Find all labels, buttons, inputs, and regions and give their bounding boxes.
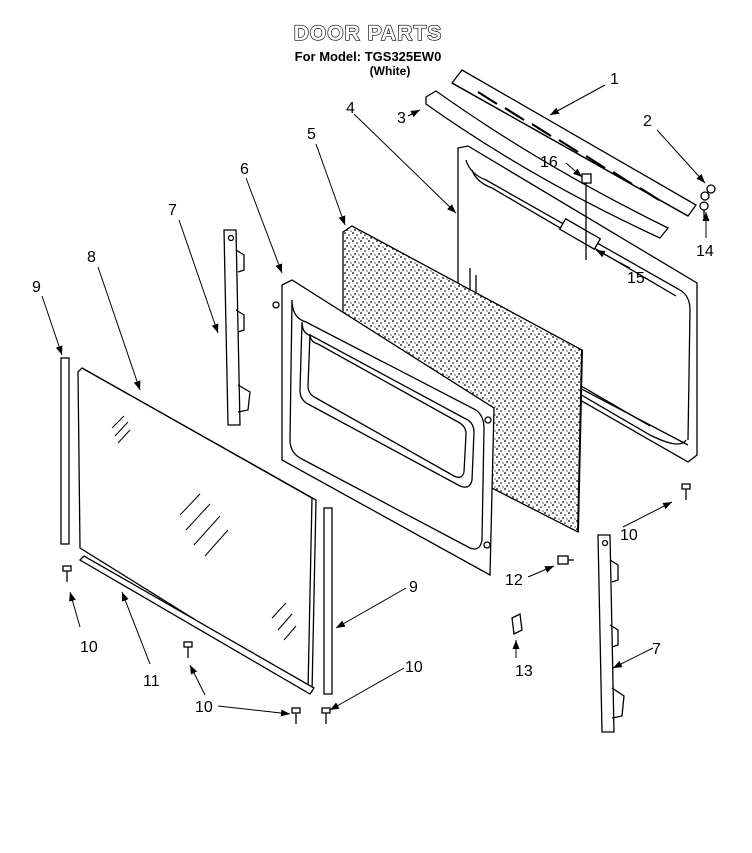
vent-trim-part-1 [451, 69, 697, 217]
screw-part-12 [557, 555, 574, 565]
callout-10-bottom: 10 [195, 699, 213, 716]
callout-2: 2 [643, 113, 652, 130]
door-hinge-part-7-left [223, 229, 251, 426]
callout-5: 5 [307, 126, 316, 143]
leader-lines [41, 84, 710, 717]
callout-1: 1 [610, 71, 619, 88]
callout-16: 16 [540, 154, 558, 171]
callout-6: 6 [240, 161, 249, 178]
screw-part-10 [62, 483, 691, 724]
door-trim-part-3 [425, 90, 670, 239]
callout-13: 13 [515, 663, 533, 680]
page-title: DOOR PARTS [293, 21, 443, 45]
glass-side-rail-part-9-left [60, 357, 70, 545]
callout-14: 14 [696, 243, 714, 260]
glass-side-rail-part-9-right [323, 507, 333, 695]
inner-door-panel-part-6 [272, 279, 495, 577]
callout-labels: 1 2 3 4 5 6 7 7 8 9 9 10 10 10 10 11 12 … [32, 71, 714, 716]
callout-9-left: 9 [32, 279, 41, 296]
callout-10-center: 10 [405, 659, 423, 676]
model-number: For Model: TGS325EW0 [294, 49, 442, 64]
callout-10-left: 10 [80, 639, 98, 656]
screw-part-2 [700, 184, 716, 201]
screw-part-16 [581, 173, 592, 260]
screw-part-14 [699, 201, 709, 218]
clip-part-13 [511, 613, 523, 635]
callout-12: 12 [505, 572, 523, 589]
callout-7-left: 7 [168, 202, 177, 219]
callout-7-right: 7 [652, 641, 661, 658]
callout-3: 3 [397, 110, 406, 127]
door-glass-part-8 [77, 367, 317, 693]
callout-4: 4 [346, 100, 355, 117]
door-hinge-part-7-right [597, 534, 625, 733]
callout-10-right: 10 [620, 527, 638, 544]
callout-11: 11 [143, 673, 160, 690]
callout-8: 8 [87, 249, 96, 266]
color-variant: (White) [369, 64, 411, 78]
callout-15: 15 [627, 270, 645, 287]
callout-9-right: 9 [409, 579, 418, 596]
glass-bottom-rail-part-11 [78, 555, 315, 695]
